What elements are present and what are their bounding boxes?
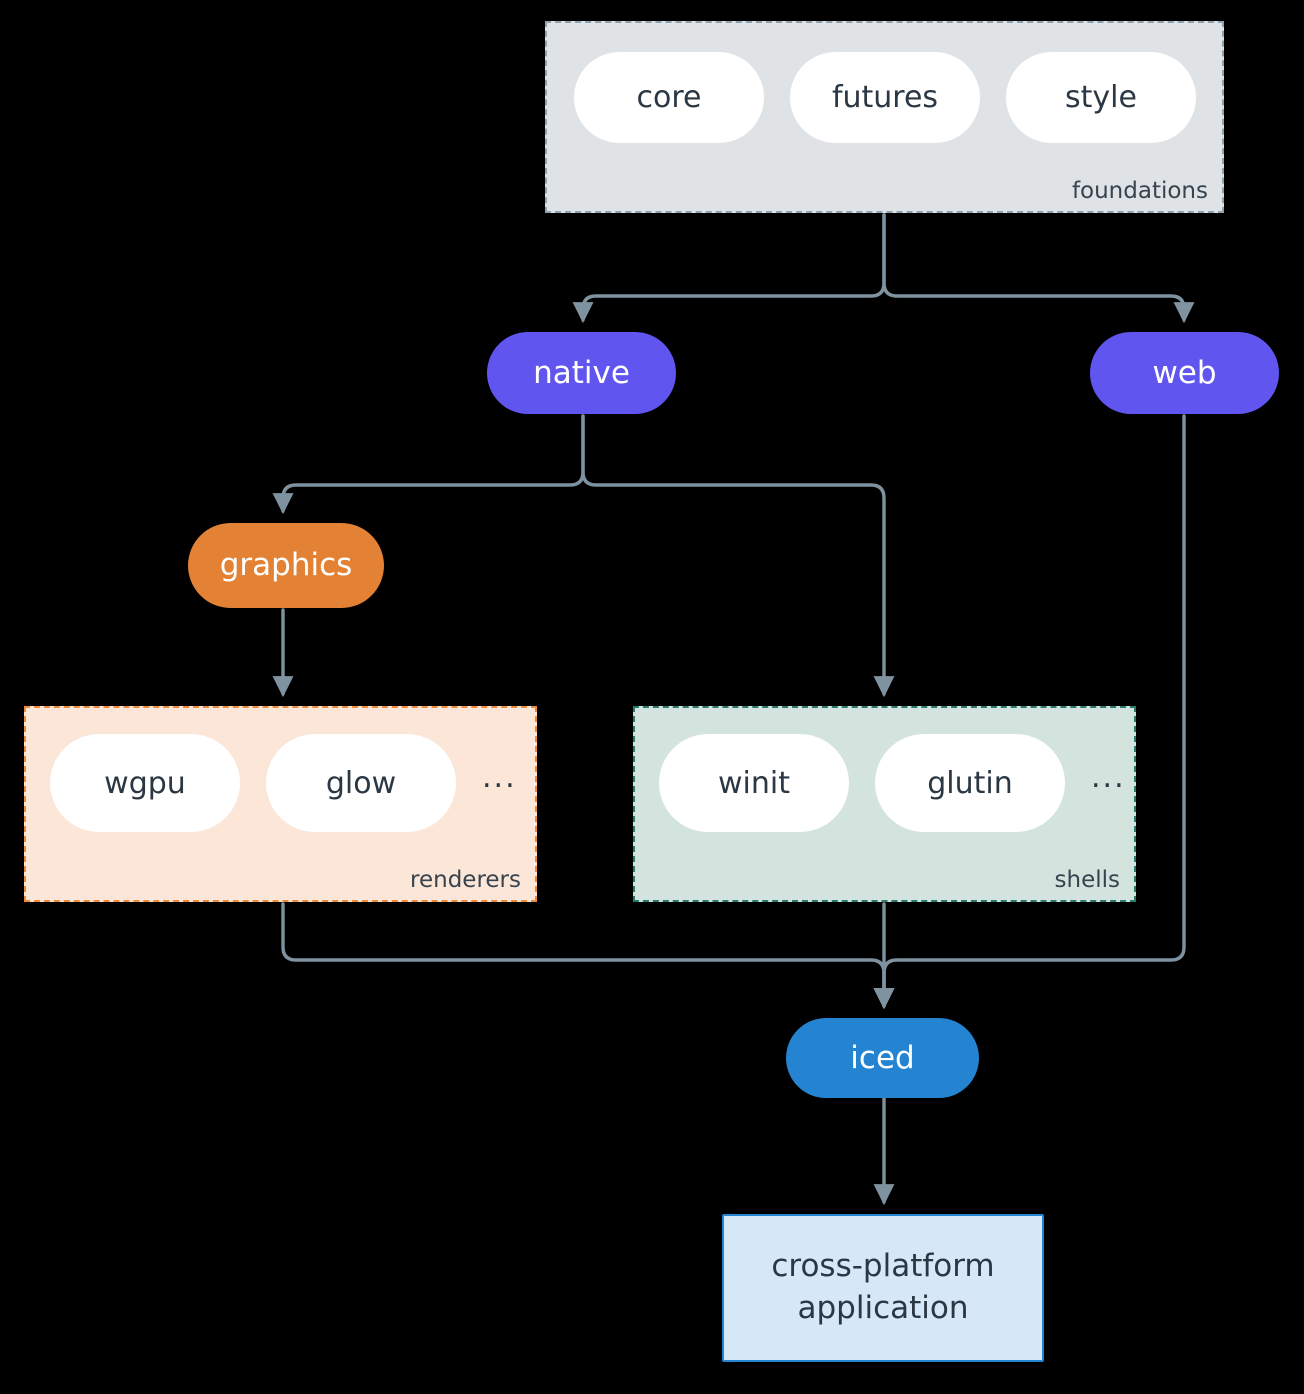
node-cross-platform-application[interactable]: cross-platform application [722,1214,1044,1362]
node-iced[interactable]: iced [786,1018,979,1098]
cluster-shells-label: shells [1054,867,1120,893]
node-futures-label: futures [831,80,939,115]
node-core[interactable]: core [574,52,764,143]
node-futures[interactable]: futures [790,52,980,143]
edge-foundations-native [572,213,886,324]
node-core-label: core [636,80,702,115]
edge-native-shells [581,414,895,698]
node-native[interactable]: native [487,332,676,414]
edge-renderers-iced [281,902,895,1010]
cluster-shells: winit glutin ... shells [633,706,1136,902]
node-wgpu[interactable]: wgpu [50,734,240,832]
cluster-foundations-label: foundations [1071,178,1208,204]
cluster-renderers-label: renderers [410,867,521,893]
node-glow-label: glow [325,765,397,801]
edge-native-graphics [272,414,585,515]
node-graphics[interactable]: graphics [188,523,384,608]
application-label-line2: application [797,1290,969,1326]
node-style[interactable]: style [1006,52,1196,143]
cluster-foundations: core futures style foundations [545,21,1224,213]
edge-foundations-web [882,213,1195,324]
node-style-label: style [1065,80,1137,115]
cluster-renderers: wgpu glow ... renderers [24,706,537,902]
node-web[interactable]: web [1090,332,1279,414]
node-graphics-label: graphics [219,547,353,583]
node-iced-label: iced [850,1039,915,1076]
node-native-label: native [533,354,630,391]
node-glow[interactable]: glow [266,734,456,832]
renderers-ellipsis: ... [482,760,517,795]
node-winit[interactable]: winit [659,734,849,832]
node-glutin-label: glutin [927,765,1013,801]
application-label-line1: cross-platform [771,1248,995,1285]
node-wgpu-label: wgpu [104,765,186,801]
node-glutin[interactable]: glutin [875,734,1065,832]
shells-ellipsis: ... [1091,760,1126,795]
node-web-label: web [1152,354,1217,391]
node-winit-label: winit [718,765,790,801]
